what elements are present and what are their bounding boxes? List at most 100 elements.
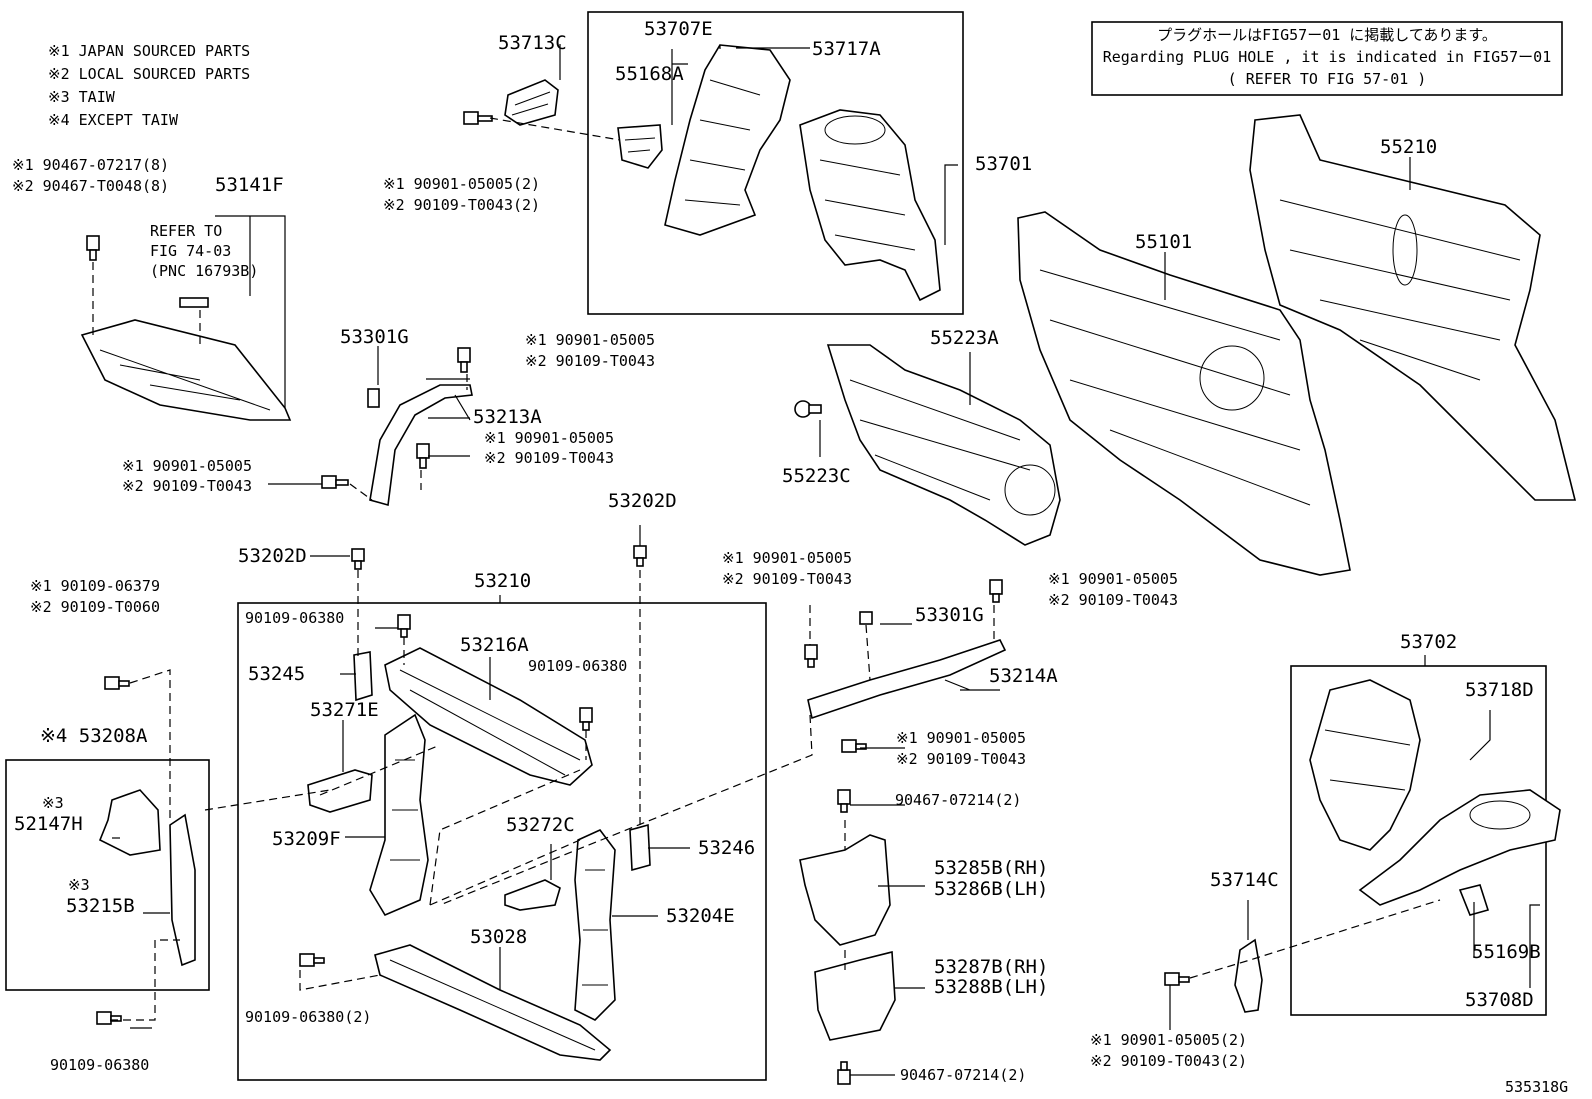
label-53246: 53246 xyxy=(698,837,755,859)
label-55168a: 55168A xyxy=(615,63,684,85)
label-90109-06380-2: 90109-06380(2) xyxy=(245,1008,371,1026)
label-53202d-right: 53202D xyxy=(608,490,677,512)
label-53707e: 53707E xyxy=(644,18,713,40)
label-53713c: 53713C xyxy=(498,32,567,54)
bolt-icon xyxy=(397,614,411,638)
label-52147h: 52147H xyxy=(14,813,83,835)
label-bolt4-jp: ※1 90901-05005 xyxy=(722,549,852,567)
label-53271e: 53271E xyxy=(310,699,379,721)
label-bolt2-local: ※2 90109-T0043 xyxy=(484,449,614,467)
plug-note-jp: プラグホールはFIG57ー01 に掲載してあります。 xyxy=(1157,26,1497,44)
plug-note-en: Regarding PLUG HOLE , it is indicated in… xyxy=(1103,48,1551,66)
label-top-bolt-1: ※1 90901-05005(2) xyxy=(383,175,540,193)
label-53301g-right: 53301G xyxy=(915,604,984,626)
label-bolt6-jp: ※1 90901-05005 xyxy=(896,729,1026,747)
group-box-53701 xyxy=(587,11,964,315)
clip-icon xyxy=(837,1061,851,1085)
label-53216a: 53216A xyxy=(460,634,529,656)
label-90109-06380-right: 90109-06380 xyxy=(528,657,627,675)
bolt-icon xyxy=(579,707,593,731)
bolt-icon xyxy=(633,545,647,567)
shield-53287b-part xyxy=(814,950,896,1041)
label-53287b: 53287B(RH) xyxy=(934,956,1048,978)
label-90109-t0060: ※2 90109-T0060 xyxy=(30,598,160,616)
bracket-53713c-part xyxy=(504,79,559,126)
wheel-house-53702-part xyxy=(1309,679,1421,851)
bracket-52147h-part xyxy=(98,789,161,856)
label-55101: 55101 xyxy=(1135,231,1192,253)
bolt-icon xyxy=(841,739,867,753)
clip-icon xyxy=(794,400,822,418)
part-labels: ※1 90467-07217(8) ※2 90467-T0048(8) 5314… xyxy=(12,18,1568,1096)
bolt-icon xyxy=(804,644,818,668)
bracket-53246-part xyxy=(629,823,651,872)
apron-53708d-part xyxy=(1358,789,1561,906)
bolt-icon xyxy=(457,347,471,373)
legend-except-taiw: ※4 EXCEPT TAIW xyxy=(48,111,179,129)
legend-japan-sourced: ※1 JAPAN SOURCED PARTS xyxy=(48,42,250,60)
bolt-icon xyxy=(1164,972,1190,986)
cowl-cover-part xyxy=(80,297,292,421)
label-bolt3-jp: ※1 90901-05005 xyxy=(122,457,252,475)
label-53288b: 53288B(LH) xyxy=(934,976,1048,998)
group-box-53208a xyxy=(5,759,210,991)
label-90109-06380-top: 90109-06380 xyxy=(245,609,344,627)
bolt-icon xyxy=(321,475,349,489)
label-bolt4-local: ※2 90109-T0043 xyxy=(722,570,852,588)
group-box-53210 xyxy=(237,602,767,1081)
bracket-55168a-part xyxy=(617,124,663,169)
plug-hole-note: プラグホールはFIG57ー01 に掲載してあります。 Regarding PLU… xyxy=(1091,21,1563,96)
dash-insulator-55210-part xyxy=(1249,114,1577,501)
label-53708d: 53708D xyxy=(1465,989,1534,1011)
label-bolt5-local: ※2 90109-T0043 xyxy=(1048,591,1178,609)
label-taiw-a: ※3 xyxy=(42,794,64,812)
label-90467-07214-top: 90467-07214(2) xyxy=(895,791,1021,809)
label-top-bolt-2: ※2 90109-T0043(2) xyxy=(383,196,540,214)
bolt-icon xyxy=(351,548,365,570)
clip-icon xyxy=(859,611,873,625)
label-53210: 53210 xyxy=(474,570,531,592)
leader-lines xyxy=(92,44,1540,1076)
label-bolt6-local: ※2 90109-T0043 xyxy=(896,750,1026,768)
label-bolt3-local: ※2 90109-T0043 xyxy=(122,477,252,495)
label-90467-07217: ※1 90467-07217(8) xyxy=(12,156,169,174)
label-90109-06380-bottom: 90109-06380 xyxy=(50,1056,149,1074)
label-bolt1-local: ※2 90109-T0043 xyxy=(525,352,655,370)
refer-note-line-2: FIG 74-03 xyxy=(150,242,231,260)
label-53717a: 53717A xyxy=(812,38,881,60)
side-support-53209f-part xyxy=(369,713,429,917)
label-bolt5-jp: ※1 90901-05005 xyxy=(1048,570,1178,588)
bracket-53714c-part xyxy=(1234,938,1263,1013)
label-53272c: 53272C xyxy=(506,814,575,836)
label-53204e: 53204E xyxy=(666,905,735,927)
legend-taiw: ※3 TAIW xyxy=(48,88,116,106)
label-53202d-left: 53202D xyxy=(238,545,307,567)
bolt-icon xyxy=(416,443,430,469)
legend: ※1 JAPAN SOURCED PARTS ※2 LOCAL SOURCED … xyxy=(48,42,250,129)
bolt-icon xyxy=(989,579,1003,603)
wheel-house-53701-part xyxy=(799,109,941,302)
shield-53285b-part xyxy=(799,834,891,946)
label-53215b: 53215B xyxy=(66,895,135,917)
label-53209f: 53209F xyxy=(272,828,341,850)
bolt-icon xyxy=(104,676,130,690)
bracket-53272c-part xyxy=(504,879,561,911)
label-53301g-left: 53301G xyxy=(340,326,409,348)
bracket-55169b-part xyxy=(1458,884,1490,916)
label-90467-07214-bottom: 90467-07214(2) xyxy=(900,1066,1026,1084)
brace-53213a-part xyxy=(367,384,473,507)
legend-local-sourced: ※2 LOCAL SOURCED PARTS xyxy=(48,65,250,83)
figure-code: 535318G xyxy=(1505,1078,1568,1096)
label-90467-t0048: ※2 90467-T0048(8) xyxy=(12,177,169,195)
label-bolt7-local: ※2 90109-T0043(2) xyxy=(1090,1052,1247,1070)
insulator-55223a-part xyxy=(826,344,1061,546)
label-55223a: 55223A xyxy=(930,327,999,349)
refer-note-line-3: (PNC 16793B) xyxy=(150,262,258,280)
label-53701: 53701 xyxy=(975,153,1032,175)
label-53028: 53028 xyxy=(470,926,527,948)
lower-support-53028-part xyxy=(374,944,612,1061)
label-55210: 55210 xyxy=(1380,136,1437,158)
bracket-53271e-part xyxy=(307,769,373,813)
apron-53707e-part xyxy=(664,44,791,236)
